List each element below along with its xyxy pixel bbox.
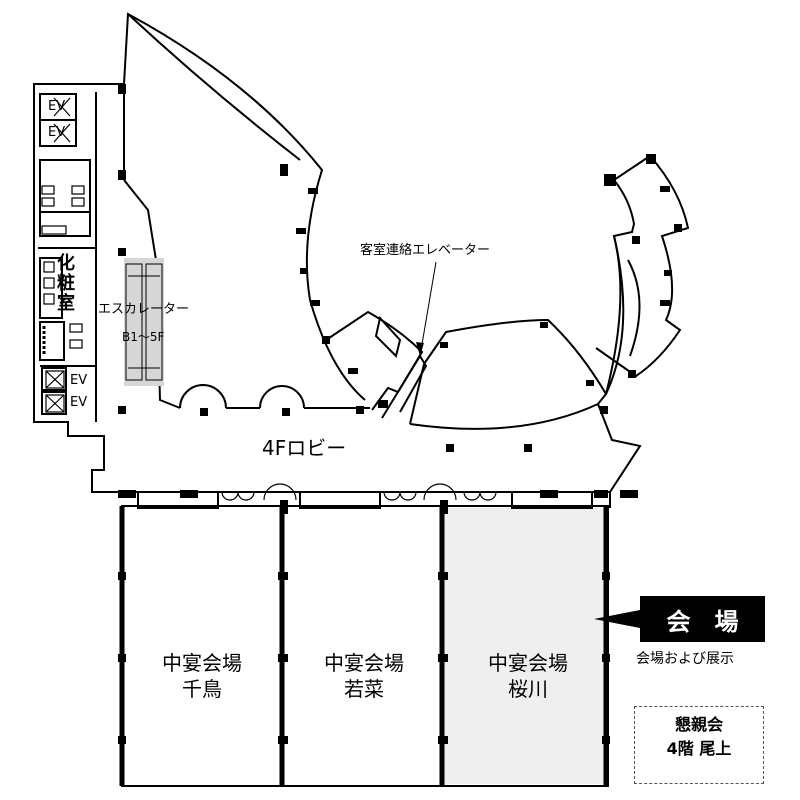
callout-title: 会場 — [640, 596, 765, 642]
venue-highlight — [445, 508, 607, 784]
powder-room-label: 化粧室 — [57, 253, 75, 314]
ev-label-1: EV — [48, 99, 66, 114]
callout-subtitle: 会場および展示 — [636, 651, 734, 667]
room-sakuragawa-type: 中宴会場 — [488, 651, 568, 675]
callout-arrow-icon — [594, 610, 640, 628]
door-icon — [221, 483, 497, 501]
reception-title: 懇親会 — [674, 715, 723, 734]
pillar-icon — [118, 490, 610, 744]
escalator-range-label: B1〜5F — [122, 330, 165, 344]
room-sakuragawa-name: 桜川 — [508, 677, 548, 701]
escalator-icon — [124, 258, 164, 386]
elevator-icon — [45, 97, 71, 413]
pillar-icon — [118, 84, 682, 498]
lobby-walls — [92, 12, 690, 508]
room-chidori: 中宴会場 千鳥 — [132, 650, 272, 702]
venue-callout: 会場 — [594, 596, 765, 642]
room-wakana: 中宴会場 若菜 — [294, 650, 434, 702]
toilet-icon — [41, 185, 85, 356]
guest-elevator-label: 客室連絡エレベーター — [360, 243, 491, 258]
room-wakana-type: 中宴会場 — [324, 651, 404, 675]
ev-label-3: EV — [70, 373, 88, 388]
room-wakana-name: 若菜 — [344, 677, 384, 701]
room-chidori-type: 中宴会場 — [162, 651, 242, 675]
escalator-label: エスカレーター — [98, 302, 190, 317]
guest-elevator-arrowhead — [416, 342, 424, 356]
lobby-label: 4Fロビー — [262, 436, 347, 460]
reception-info-box: 懇親会 4階 尾上 — [634, 706, 764, 784]
ev-label-4: EV — [70, 395, 88, 410]
guest-elevator-leader — [419, 261, 437, 357]
room-chidori-name: 千鳥 — [182, 677, 222, 701]
ev-label-2: EV — [48, 125, 66, 140]
reception-location: 4階 尾上 — [666, 739, 732, 758]
service-core — [33, 83, 610, 493]
room-sakuragawa: 中宴会場 桜川 — [458, 650, 598, 702]
